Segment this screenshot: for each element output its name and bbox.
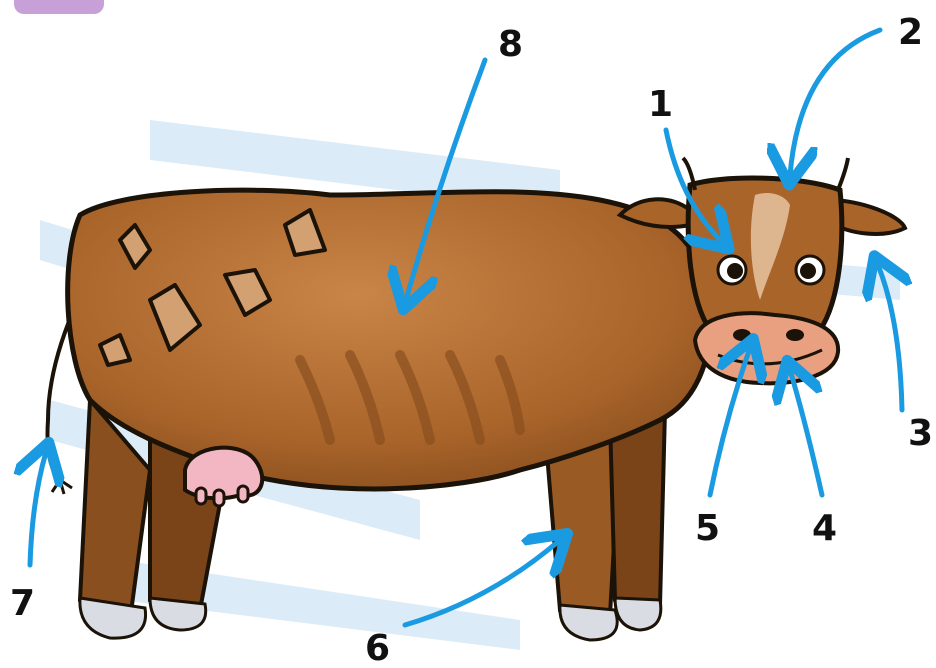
- horn-right: [838, 158, 848, 190]
- corner-badge: [14, 0, 104, 14]
- label-6: 6: [365, 628, 390, 668]
- label-1: 1: [648, 84, 673, 125]
- label-8: 8: [498, 24, 523, 65]
- nostril-right: [786, 329, 804, 341]
- tail-tuft: [52, 480, 72, 494]
- arrow-2: [790, 30, 880, 175]
- label-3: 3: [908, 413, 933, 454]
- label-7: 7: [10, 583, 35, 624]
- label-2: 2: [898, 12, 923, 53]
- label-5: 5: [695, 508, 720, 549]
- arrow-4: [790, 370, 822, 495]
- label-4: 4: [812, 508, 837, 549]
- arrow-7: [30, 452, 46, 565]
- muzzle: [695, 313, 838, 383]
- nostril-left: [733, 329, 751, 341]
